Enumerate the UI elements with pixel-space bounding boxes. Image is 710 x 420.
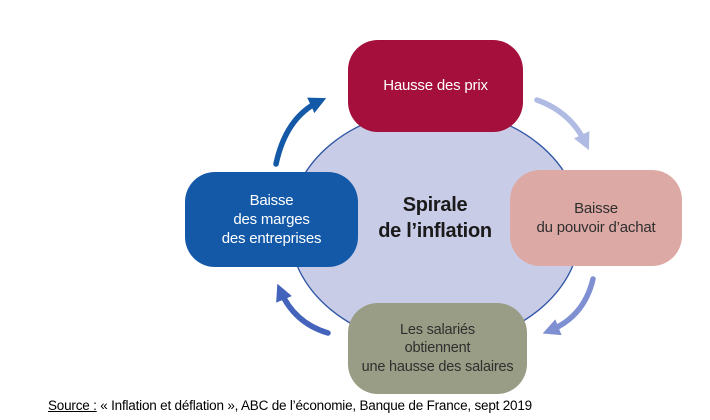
node-hausse-des-salaires: Les salariés obtiennent une hausse des s… — [348, 303, 527, 394]
arrow-top-to-right — [534, 97, 590, 151]
node-baisse-marges: Baisse des marges des entreprises — [185, 172, 358, 267]
source-line: Source : « Inflation et déflation », ABC… — [48, 398, 532, 413]
arrow-left-to-top — [273, 97, 327, 167]
center-label: Spirale de l’inflation — [378, 194, 492, 243]
source-label: Source : — [48, 398, 97, 413]
source-text: « Inflation et déflation », ABC de l’éco… — [96, 398, 532, 413]
node-label: Baisse des marges des entreprises — [221, 191, 322, 248]
node-label: Baisse du pouvoir d’achat — [536, 199, 656, 236]
node-hausse-des-prix: Hausse des prix — [348, 40, 523, 132]
node-label: Hausse des prix — [383, 77, 488, 95]
node-baisse-pouvoir-achat: Baisse du pouvoir d’achat — [510, 170, 682, 266]
node-label: Les salariés obtiennent une hausse des s… — [361, 321, 514, 375]
arrow-bottom-to-left — [276, 283, 331, 336]
arrow-right-to-bottom — [542, 276, 596, 336]
